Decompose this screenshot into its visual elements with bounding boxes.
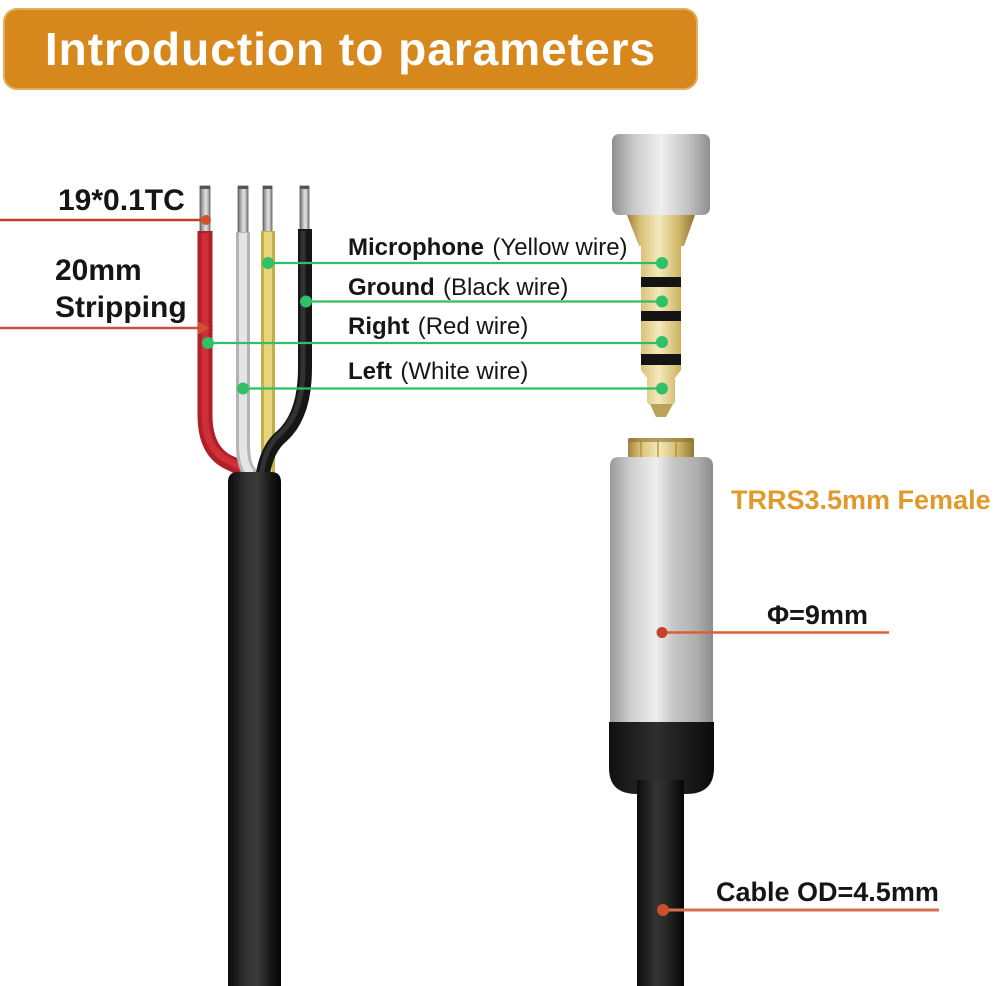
label-microphone-detail: (Yellow wire): [492, 234, 628, 261]
label-left-detail: (White wire): [400, 358, 529, 385]
page-title: Introduction to parameters: [44, 23, 657, 75]
label-right-detail: (Red wire): [417, 313, 529, 340]
right-cable: [637, 780, 684, 986]
dot-white-wire: [237, 382, 249, 395]
title-banner: Introduction to parameters: [3, 8, 698, 90]
dot-black-wire: [300, 295, 312, 308]
dot-plug-tip: [656, 382, 668, 395]
dot-yellow-wire: [262, 257, 274, 269]
label-microphone-name: Microphone: [348, 234, 484, 261]
male-plug-cone: [650, 404, 673, 417]
male-barrel: [612, 134, 710, 215]
label-right-name: Right: [348, 313, 410, 340]
trrs-female-connector: [609, 438, 714, 986]
plug-insulator-ring-3: [641, 354, 681, 365]
dot-plug-seg-2: [656, 295, 668, 308]
dot-plug-seg-1: [656, 257, 668, 269]
red-callout-lines: [0, 215, 939, 916]
green-callout-dots: [202, 257, 668, 395]
arrow-stripping-icon: [198, 321, 210, 335]
dot-wire-spec: [201, 215, 211, 225]
female-barrel: [610, 457, 713, 722]
wire-white: [236, 232, 257, 500]
female-gold-ring: [628, 438, 694, 459]
female-connector-title: TRRS3.5mm Female: [731, 485, 991, 515]
wire-spec-label: 19*0.1TC: [58, 184, 185, 217]
plug-insulator-ring-1: [641, 277, 681, 287]
male-gold-flange: [627, 215, 695, 246]
green-callout-lines: [208, 261, 662, 390]
label-ground-detail: (Black wire): [443, 274, 569, 301]
dot-plug-seg-3: [656, 336, 668, 348]
wire-metal-tips: [199, 185, 310, 235]
trrs-male-connector: [612, 134, 710, 417]
female-strain-relief: [609, 722, 714, 794]
cable-od-label: Cable OD=4.5mm: [716, 877, 939, 907]
label-left: Left (White wire): [348, 358, 528, 386]
dot-red-wire: [202, 337, 214, 349]
label-ground-name: Ground: [348, 274, 435, 301]
plug-insulator-ring-2: [641, 311, 681, 321]
wire-black: [254, 229, 312, 496]
diameter-label: Φ=9mm: [767, 600, 868, 630]
label-ground: Ground (Black wire): [348, 274, 568, 302]
stripping-label-line1: 20mm: [55, 254, 142, 287]
label-microphone: Microphone (Yellow wire): [348, 234, 628, 262]
label-right: Right (Red wire): [348, 313, 528, 341]
stripping-label-line2: Stripping: [55, 291, 187, 324]
dot-cable-od: [657, 904, 669, 916]
stripped-cable-assembly: [197, 185, 312, 986]
left-cable-jacket: [228, 472, 281, 986]
dot-diameter: [656, 627, 668, 638]
label-left-name: Left: [348, 358, 392, 385]
stripping-label: 20mm Stripping: [55, 252, 187, 326]
